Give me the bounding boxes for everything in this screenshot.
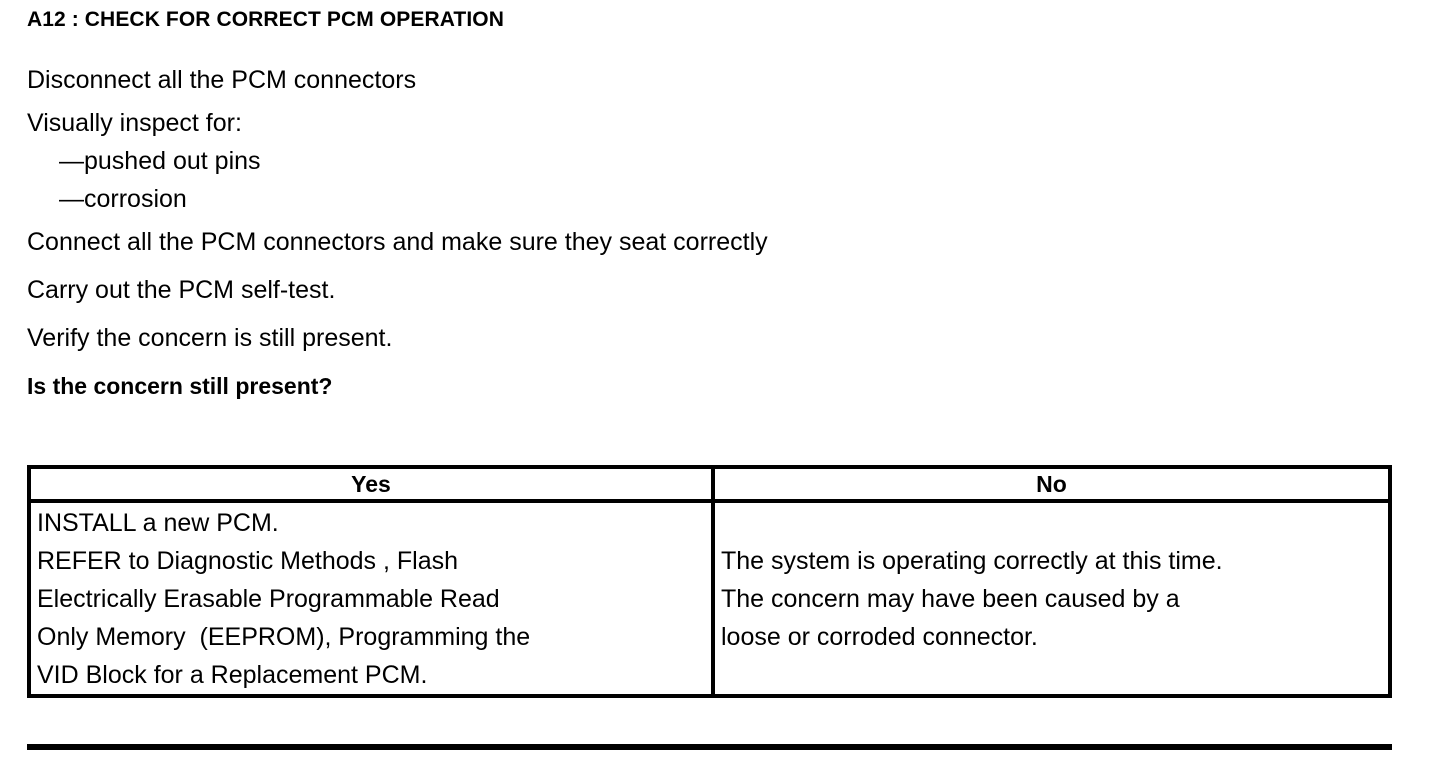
instruction-line-1: Disconnect all the PCM connectors bbox=[27, 66, 417, 94]
table-cell-yes: INSTALL a new PCM. REFER to Diagnostic M… bbox=[31, 503, 711, 694]
decision-question: Is the concern still present? bbox=[27, 373, 333, 399]
instruction-bullet-pushed-out-pins: —pushed out pins bbox=[59, 147, 261, 175]
instruction-bullet-corrosion: —corrosion bbox=[59, 185, 187, 213]
yes-line-4: Only Memory (EEPROM), Programming the bbox=[37, 623, 531, 651]
yes-line-5: VID Block for a Replacement PCM. bbox=[37, 661, 428, 689]
instruction-list: Disconnect all the PCM connectors Visual… bbox=[27, 56, 1407, 410]
yes-line-2: REFER to Diagnostic Methods , Flash bbox=[37, 547, 458, 575]
table-row: INSTALL a new PCM. REFER to Diagnostic M… bbox=[31, 503, 1388, 694]
table-cell-no: The system is operating correctly at thi… bbox=[711, 503, 1388, 694]
table-header-yes: Yes bbox=[351, 470, 391, 497]
instruction-line-2: Visually inspect for: bbox=[27, 109, 242, 137]
table-header-no: No bbox=[711, 469, 1388, 499]
instruction-line-4: Carry out the PCM self-test. bbox=[27, 276, 336, 304]
instruction-line-3: Connect all the PCM connectors and make … bbox=[27, 228, 768, 256]
no-line-1: The system is operating correctly at thi… bbox=[721, 546, 1223, 575]
table-header-row: Yes No bbox=[31, 469, 1388, 503]
instruction-line-5: Verify the concern is still present. bbox=[27, 324, 393, 352]
no-line-2: The concern may have been caused by a bbox=[721, 584, 1180, 613]
page-footer-rule bbox=[27, 744, 1392, 750]
decision-table: Yes No INSTALL a new PCM. REFER to Diagn… bbox=[27, 465, 1392, 698]
no-line-3: loose or corroded connector. bbox=[721, 622, 1038, 651]
page-title: A12 : CHECK FOR CORRECT PCM OPERATION bbox=[27, 8, 504, 31]
yes-line-3: Electrically Erasable Programmable Read bbox=[37, 585, 500, 613]
yes-line-1: INSTALL a new PCM. bbox=[37, 509, 279, 537]
